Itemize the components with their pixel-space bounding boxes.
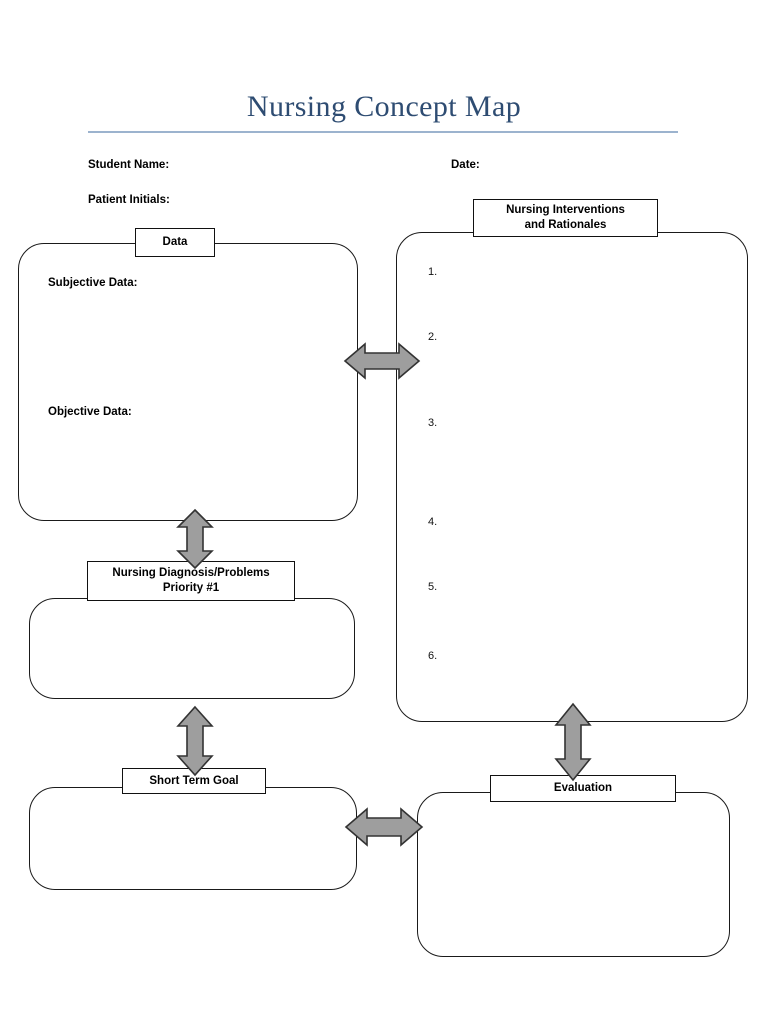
arrow-data-to-interventions bbox=[343, 340, 421, 382]
intervention-item-2: 2. bbox=[428, 331, 438, 343]
patient-initials-label: Patient Initials: bbox=[88, 194, 170, 206]
intervention-item-5: 5. bbox=[428, 581, 438, 593]
arrow-diagnosis-to-short-term-goal bbox=[174, 705, 216, 777]
nursing-diagnosis-tag-line1: Nursing Diagnosis/Problems bbox=[112, 567, 270, 579]
data-tag-label: Data bbox=[162, 236, 188, 248]
short-term-goal-tag-label: Short Term Goal bbox=[149, 774, 239, 787]
nursing-diagnosis-tag-line2: Priority #1 bbox=[162, 582, 220, 594]
nursing-interventions-tag-box: Nursing Interventions and Rationales bbox=[473, 199, 658, 237]
evaluation-box[interactable] bbox=[417, 792, 730, 957]
data-tag-box: Data bbox=[135, 228, 215, 257]
nursing-diagnosis-box[interactable] bbox=[29, 598, 355, 699]
arrow-interventions-to-evaluation bbox=[552, 702, 594, 782]
data-box[interactable] bbox=[18, 243, 358, 521]
arrow-short-term-goal-to-evaluation bbox=[344, 805, 424, 849]
intervention-item-3: 3. bbox=[428, 417, 438, 429]
title-divider bbox=[88, 131, 678, 133]
nursing-interventions-box[interactable] bbox=[396, 232, 748, 722]
nursing-interventions-tag-line1: Nursing Interventions bbox=[506, 204, 625, 216]
nursing-diagnosis-tag-box: Nursing Diagnosis/Problems Priority #1 bbox=[87, 561, 295, 601]
intervention-item-4: 4. bbox=[428, 516, 438, 528]
intervention-item-1: 1. bbox=[428, 266, 438, 278]
nursing-interventions-tag-line2: and Rationales bbox=[524, 219, 607, 231]
objective-data-label: Objective Data: bbox=[48, 406, 132, 418]
short-term-goal-box[interactable] bbox=[29, 787, 357, 890]
subjective-data-label: Subjective Data: bbox=[48, 277, 138, 289]
student-name-label: Student Name: bbox=[88, 159, 170, 171]
page-title: Nursing Concept Map bbox=[246, 90, 522, 123]
evaluation-tag-label: Evaluation bbox=[553, 782, 613, 794]
evaluation-tag-box: Evaluation bbox=[490, 775, 676, 802]
intervention-item-6: 6. bbox=[428, 650, 438, 662]
arrow-data-to-diagnosis bbox=[174, 508, 216, 570]
date-label: Date: bbox=[451, 159, 480, 171]
